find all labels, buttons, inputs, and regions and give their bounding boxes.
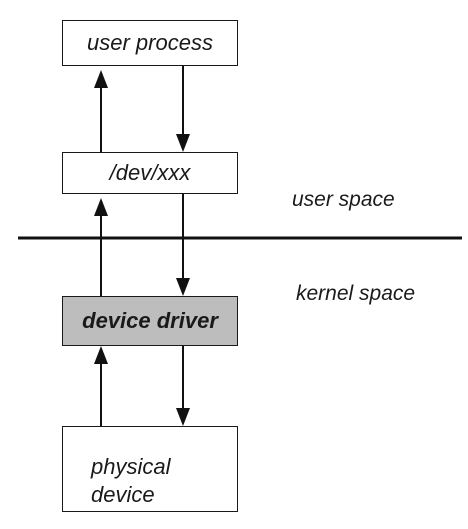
arrowhead-up-driver	[94, 346, 108, 364]
device-driver-label: device driver	[82, 308, 218, 333]
kernel-space-label: kernel space	[296, 282, 416, 305]
arrowhead-down-driver	[176, 278, 190, 296]
arrowhead-down-dev	[176, 134, 190, 152]
physical-device-box: physical device	[62, 426, 238, 512]
user-process-label: user process	[87, 30, 213, 55]
arrowhead-up-dev	[94, 198, 108, 216]
device-driver-box: device driver	[62, 296, 238, 346]
user-process-box: user process	[62, 20, 238, 66]
dev-node-box: /dev/xxx	[62, 152, 238, 194]
physical-device-label-line2: device	[91, 482, 155, 507]
physical-device-label-line1: physical	[91, 454, 171, 479]
arrowhead-down-physical	[176, 408, 190, 426]
dev-node-label: /dev/xxx	[109, 160, 191, 185]
arrowhead-up-user-process	[94, 70, 108, 88]
user-space-label: user space	[292, 188, 395, 211]
